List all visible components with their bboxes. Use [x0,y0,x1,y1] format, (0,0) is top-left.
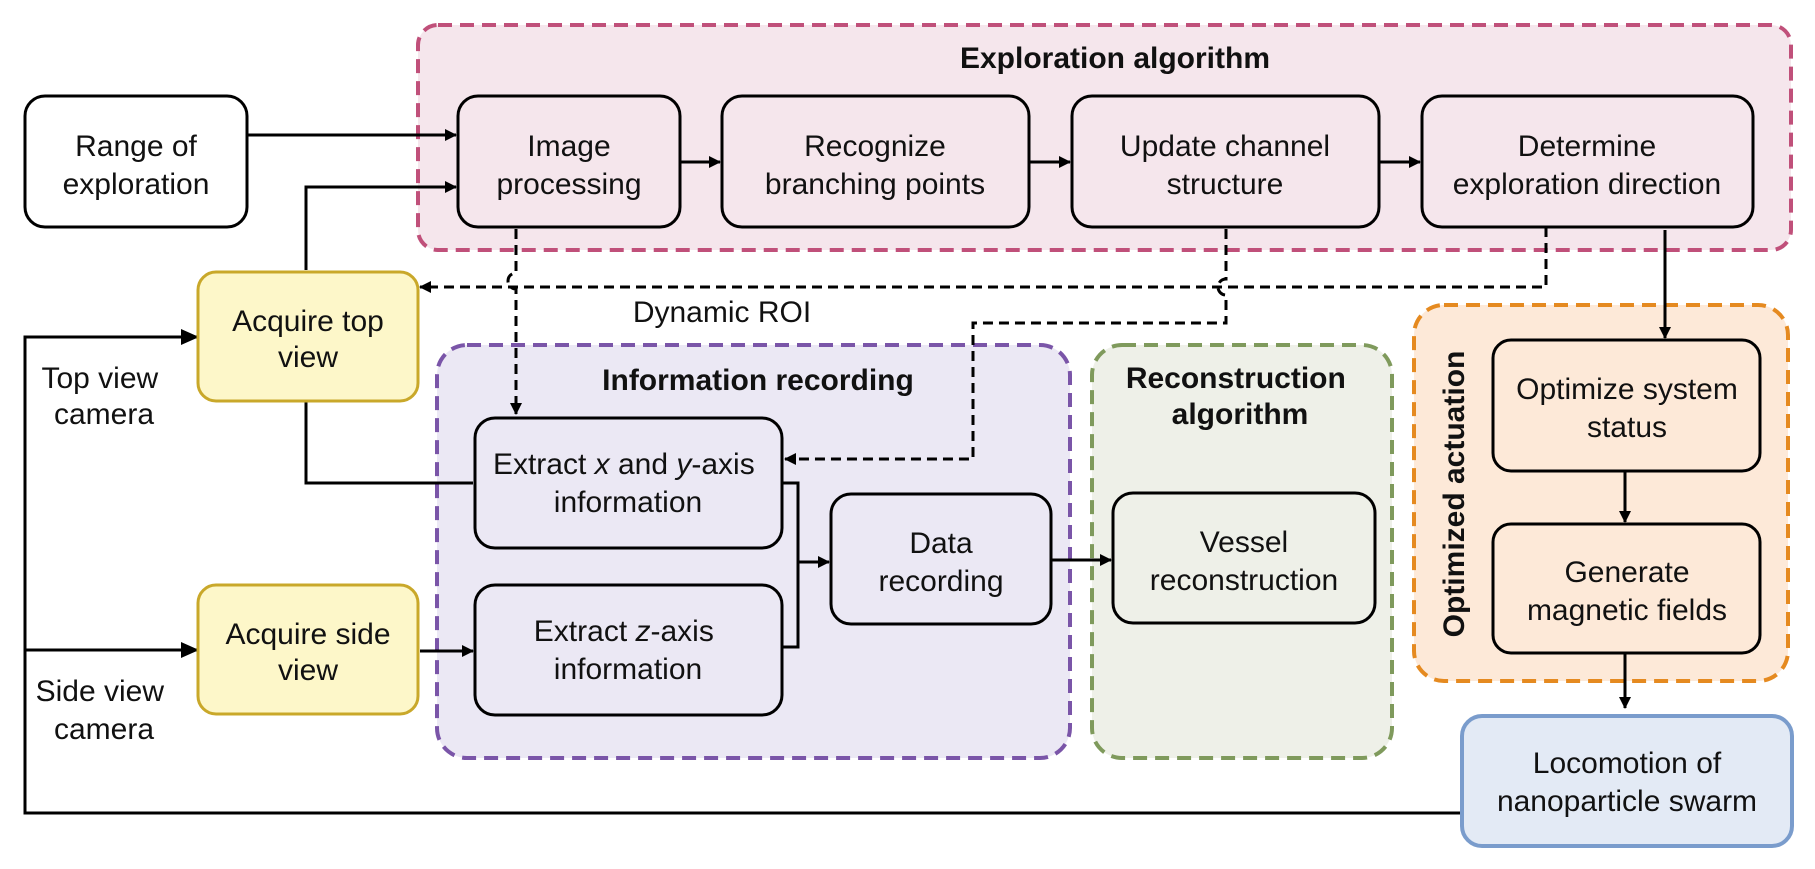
reconstruction-algorithm-title: Reconstruction algorithm [1126,362,1354,431]
extract-z-axis-node: Extract z-axis information [473,583,784,717]
dynamic-roi-label: Dynamic ROI [633,296,811,329]
top-view-camera-label: Top view camera [41,362,166,431]
exploration-algorithm-title: Exploration algorithm [960,42,1270,75]
feedback-loop-line [23,642,1462,815]
image-to-extract-xy-dashed-arrow [506,229,522,415]
feedback-to-top-view-arrow [23,329,199,650]
extract-xy-bus-line [783,481,800,649]
top-view-to-extract-xy-line [304,402,473,485]
top-view-to-image-arrow [304,181,457,270]
extract-xy-axis-node: Extract x and y-axis information [473,416,784,550]
dynamic-roi-dashed-arrow [419,227,1548,293]
optimized-actuation-title: Optimized actuation [1438,351,1471,638]
information-recording-title: Information recording [602,364,914,397]
svg-text:Extract z-axis informati: Extract z-axis information [534,615,722,686]
update-to-extract-xy-dashed-arrow [784,229,1228,465]
side-view-camera-label: Side view camera [36,675,173,746]
svg-text:Extract x and y-axis inf: Extract x and y-axis information [493,448,763,519]
